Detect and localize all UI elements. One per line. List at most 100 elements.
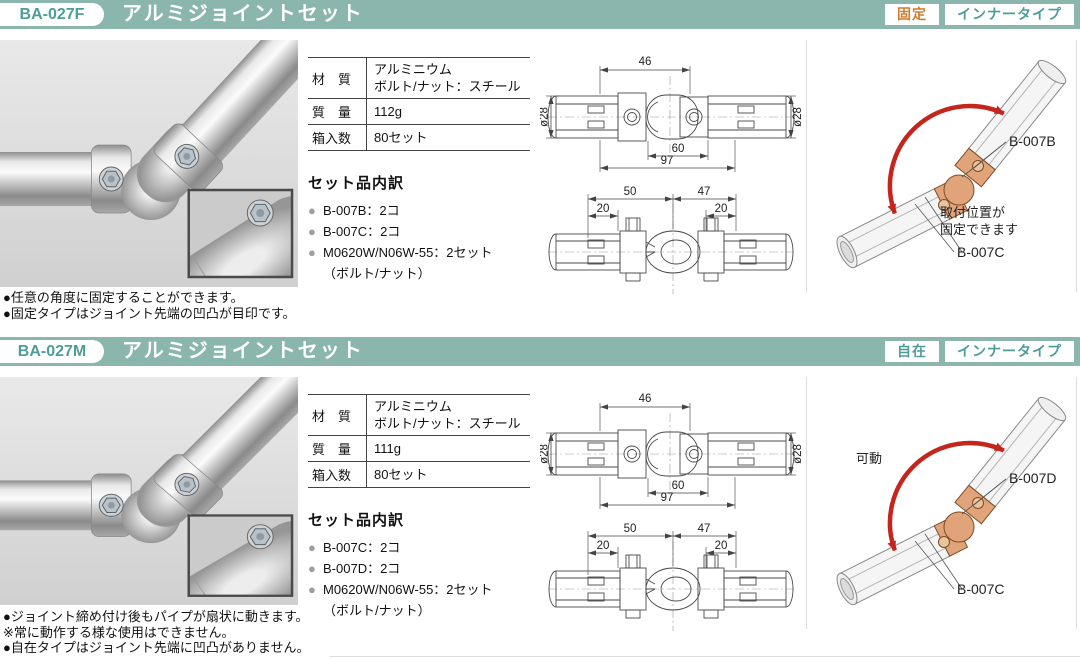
- set-contents: セット品内訳 ● B-007C：2コ ● B-007D：2コ ● M0620W/…: [308, 509, 553, 621]
- product-title: アルミジョイントセット: [122, 3, 364, 25]
- spec-value: 112g: [366, 98, 530, 125]
- product-notes: ●任意の角度に固定することができます。 ●固定タイプはジョイント先端の凹凸が目印…: [3, 290, 343, 321]
- set-item-text: B-007D：2コ: [323, 561, 401, 576]
- product-title: アルミジョイントセット: [122, 340, 364, 362]
- divider: [1076, 377, 1077, 629]
- dimension-label: 97: [661, 492, 674, 504]
- dimension-label: ø28: [792, 444, 802, 464]
- spec-table: 材 質 アルミニウム ボルト/ナット：スチール 質 量 112g 箱入数 80セ…: [308, 57, 530, 151]
- set-item-bullet: ●: [308, 245, 316, 260]
- spec-value: アルミニウム ボルト/ナット：スチール: [366, 394, 530, 436]
- product-note: ●ジョイント締め付け後もパイプが扇状に動きます。: [3, 609, 309, 624]
- set-item-text: （ボルト/ナット）: [323, 603, 431, 618]
- spec-table-wrap: 材 質 アルミニウム ボルト/ナット：スチール 質 量 112g 箱入数 80セ…: [308, 57, 532, 151]
- set-item-bullet: ●: [308, 582, 316, 597]
- spec-value: 80セット: [366, 124, 530, 151]
- rotation-arrow: [887, 103, 1005, 215]
- spec-label: 材 質: [308, 57, 367, 99]
- product-photo: [0, 40, 298, 287]
- dimension-label: ø28: [540, 107, 551, 127]
- spec-label: 箱入数: [308, 461, 367, 488]
- set-item: ● B-007C：2コ: [308, 537, 553, 558]
- dimension-label: ø28: [540, 444, 551, 464]
- rotation-arrow: [887, 440, 1005, 552]
- set-item-text: M0620W/N06W-55：2セット: [323, 582, 493, 597]
- spec-row-box-qty: 箱入数 80セット: [308, 461, 530, 488]
- type-badge-inner: インナータイプ: [945, 341, 1074, 362]
- set-contents: セット品内訳 ● B-007B：2コ ● B-007C：2コ ● M0620W/…: [308, 172, 553, 284]
- product-code-badge: BA-027M: [0, 340, 104, 363]
- product-note: ●固定タイプはジョイント先端の凹凸が目印です。: [3, 305, 296, 321]
- product-note: ●任意の角度に固定することができます。: [3, 290, 244, 305]
- dimension-label: 47: [698, 186, 711, 198]
- type-badge-fixed: 固定: [885, 4, 939, 25]
- set-item: （ボルト/ナット）: [308, 600, 553, 621]
- set-item-bullet: ●: [308, 224, 316, 239]
- set-item-text: （ボルト/ナット）: [323, 266, 431, 281]
- spec-label: 質 量: [308, 435, 367, 462]
- dimension-label: 20: [715, 203, 728, 215]
- part-label-upper: B-007D: [1009, 470, 1056, 486]
- type-badge-free: 自在: [885, 341, 939, 362]
- spec-label: 質 量: [308, 98, 367, 125]
- spec-value: 80セット: [366, 461, 530, 488]
- dimension-drawing-side: 46 ø28 ø28 60 97: [540, 393, 802, 509]
- joint-illustration: 可動 B-007D B-007C: [812, 381, 1078, 636]
- dimension-label: ø28: [792, 107, 802, 127]
- type-badge-inner: インナータイプ: [945, 4, 1074, 25]
- set-item: ● B-007D：2コ: [308, 558, 553, 579]
- section-header: BA-027F アルミジョイントセット 固定 インナータイプ: [0, 0, 1080, 29]
- spec-value: アルミニウム ボルト/ナット：スチール: [366, 57, 530, 99]
- spec-row-box-qty: 箱入数 80セット: [308, 124, 530, 151]
- set-item: ● M0620W/N06W-55：2セット: [308, 242, 553, 263]
- spec-label: 材 質: [308, 394, 367, 436]
- dimension-label: 60: [672, 143, 685, 155]
- divider: [806, 377, 807, 629]
- set-item-bullet: ●: [308, 561, 316, 576]
- set-item-text: B-007C：2コ: [323, 540, 401, 555]
- joint-illustration: B-007B 取付位置が 固定できます B-007C: [812, 44, 1078, 299]
- illustration-note-line2: 固定できます: [940, 222, 1018, 237]
- dimension-label: 20: [715, 540, 728, 552]
- product-section-ba027m: BA-027M アルミジョイントセット 自在 インナータイプ: [0, 337, 1080, 659]
- dimension-drawings: 46 ø28 ø28 60 97: [540, 44, 802, 299]
- spec-row-mass: 質 量 111g: [308, 435, 530, 462]
- dimension-drawing-plan: 50 47 20 20: [548, 523, 794, 631]
- product-section-ba027f: BA-027F アルミジョイントセット 固定 インナータイプ: [0, 0, 1080, 321]
- set-item-text: M0620W/N06W-55：2セット: [323, 245, 493, 260]
- set-item-bullet: [308, 263, 323, 284]
- section-header: BA-027M アルミジョイントセット 自在 インナータイプ: [0, 337, 1080, 366]
- part-label-upper: B-007B: [1009, 133, 1056, 149]
- product-notes: ●ジョイント締め付け後もパイプが扇状に動きます。 ※常に動作する様な使用はできま…: [3, 609, 343, 656]
- divider: [1076, 40, 1077, 292]
- set-item: ● B-007B：2コ: [308, 200, 553, 221]
- spec-table: 材 質 アルミニウム ボルト/ナット：スチール 質 量 111g 箱入数 80セ…: [308, 394, 530, 488]
- spec-value: 111g: [366, 435, 530, 462]
- motion-label: 可動: [856, 451, 882, 466]
- dimension-label: 97: [661, 155, 674, 167]
- spec-label: 箱入数: [308, 124, 367, 151]
- dimension-label: 46: [639, 56, 652, 68]
- set-item: ● M0620W/N06W-55：2セット: [308, 579, 553, 600]
- dimension-drawings: 46 ø28 ø28 60 97: [540, 381, 802, 636]
- type-badges: 自在 インナータイプ: [885, 341, 1074, 362]
- dimension-label: 46: [639, 393, 652, 405]
- part-label-lower: B-007C: [957, 244, 1004, 260]
- set-item: ● B-007C：2コ: [308, 221, 553, 242]
- dimension-label: 60: [672, 480, 685, 492]
- set-item-text: B-007C：2コ: [323, 224, 401, 239]
- set-item-bullet: ●: [308, 540, 316, 555]
- dimension-label: 20: [597, 540, 610, 552]
- set-item-bullet: ●: [308, 203, 316, 218]
- illustration-note-line1: 取付位置が: [940, 205, 1005, 220]
- type-badges: 固定 インナータイプ: [885, 4, 1074, 25]
- dimension-label: 50: [624, 523, 637, 535]
- product-note: ※常に動作する様な使用はできません。: [3, 624, 235, 640]
- set-item: （ボルト/ナット）: [308, 263, 553, 284]
- dimension-label: 50: [624, 186, 637, 198]
- divider: [806, 40, 807, 292]
- product-code-badge: BA-027F: [0, 3, 104, 26]
- product-photo: [0, 377, 298, 605]
- spec-row-material: 材 質 アルミニウム ボルト/ナット：スチール: [308, 57, 530, 99]
